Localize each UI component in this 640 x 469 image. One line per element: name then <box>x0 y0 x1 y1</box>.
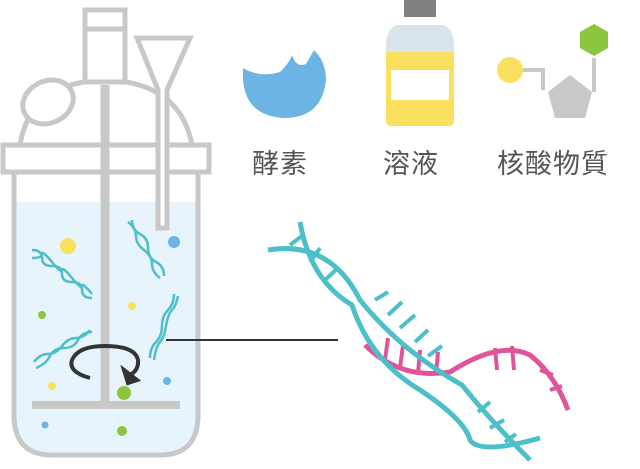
port-icon <box>20 77 76 127</box>
solution-label: 溶液 <box>383 149 439 180</box>
teal-rungs <box>288 234 518 444</box>
vessel-body <box>11 172 201 458</box>
pink-strand <box>363 343 571 411</box>
teal-strand-a <box>267 246 532 462</box>
nucleic-acid-label: 核酸物質 <box>497 149 609 180</box>
enzyme-icon <box>243 50 326 118</box>
particles <box>38 236 180 436</box>
dna-double-helix <box>267 221 571 462</box>
pink-rungs <box>383 337 563 392</box>
enzyme-label: 酵素 <box>252 149 308 180</box>
nucleotide-icon <box>497 24 608 118</box>
top-tube <box>82 7 128 85</box>
teal-strand-b <box>297 221 541 450</box>
small-dna-strands <box>31 219 180 370</box>
solution-bottle-icon <box>386 0 454 126</box>
reaction-vessel <box>0 7 212 458</box>
funnel <box>133 35 194 231</box>
rotation-arrow-icon <box>69 343 142 386</box>
